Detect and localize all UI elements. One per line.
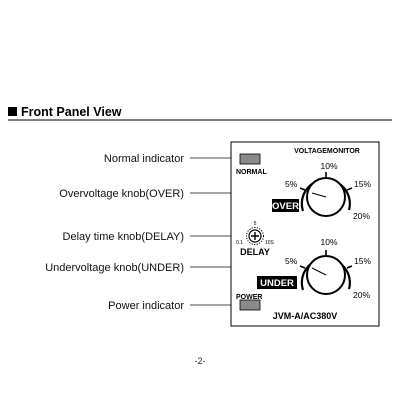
over-scale-tick-right [346, 187, 353, 191]
under-scale-tick-right [346, 265, 353, 269]
front-panel: VOLTAGEMONITOR NORMAL 10% 5% 15% 20% OVE… [230, 141, 380, 327]
under-knob-group: 10% 5% 15% 20% UNDER [257, 237, 371, 300]
under-scale-tick-left [299, 265, 306, 269]
under-scale-min: 5% [285, 256, 298, 266]
crosshair-icon [251, 232, 259, 240]
panel-brand: VOLTAGEMONITOR [294, 148, 360, 155]
callout-power-indicator: Power indicator [108, 300, 184, 312]
under-scale-high: 15% [354, 256, 371, 266]
over-scale-min: 5% [285, 179, 298, 189]
over-scale-max: 20% [353, 211, 370, 221]
section-title: Front Panel View [21, 105, 122, 119]
under-tag-box [257, 276, 297, 289]
delay-scale-max: 10S [265, 240, 275, 246]
over-scale-mid: 10% [320, 161, 337, 171]
over-knob-pointer [311, 192, 327, 198]
normal-indicator-label: NORMAL [236, 169, 267, 176]
square-bullet-icon [8, 107, 17, 116]
under-knob-pointer [311, 267, 327, 276]
callout-normal-indicator: Normal indicator [104, 153, 184, 165]
under-tag: UNDER [260, 278, 294, 289]
delay-scale-min: 0.1 [236, 240, 243, 246]
model-number: JVM-A/AC380V [273, 311, 338, 321]
under-scale-mid: 10% [320, 237, 337, 247]
power-indicator-led [239, 299, 261, 311]
over-scale-high: 15% [354, 179, 371, 189]
delay-scale-mid: 5 [254, 221, 257, 227]
normal-indicator-led [239, 153, 261, 165]
over-tag: OVER [272, 201, 299, 212]
callout-delay-knob: Delay time knob(DELAY) [63, 231, 184, 243]
delay-knob-ticks [246, 227, 264, 245]
under-scale-max: 20% [353, 290, 370, 300]
delay-knob-group: 5 0.1 10S DELAY [236, 221, 275, 257]
over-tag-box [272, 199, 299, 212]
page-number: -2- [195, 356, 206, 366]
delay-label: DELAY [240, 247, 270, 257]
callout-undervoltage-knob: Undervoltage knob(UNDER) [45, 262, 184, 274]
over-scale-tick-left [299, 187, 306, 191]
over-knob-group: 10% 5% 15% 20% OVER [272, 161, 371, 221]
callout-overvoltage-knob: Overvoltage knob(OVER) [59, 188, 184, 200]
power-indicator-label: POWER [236, 294, 262, 301]
